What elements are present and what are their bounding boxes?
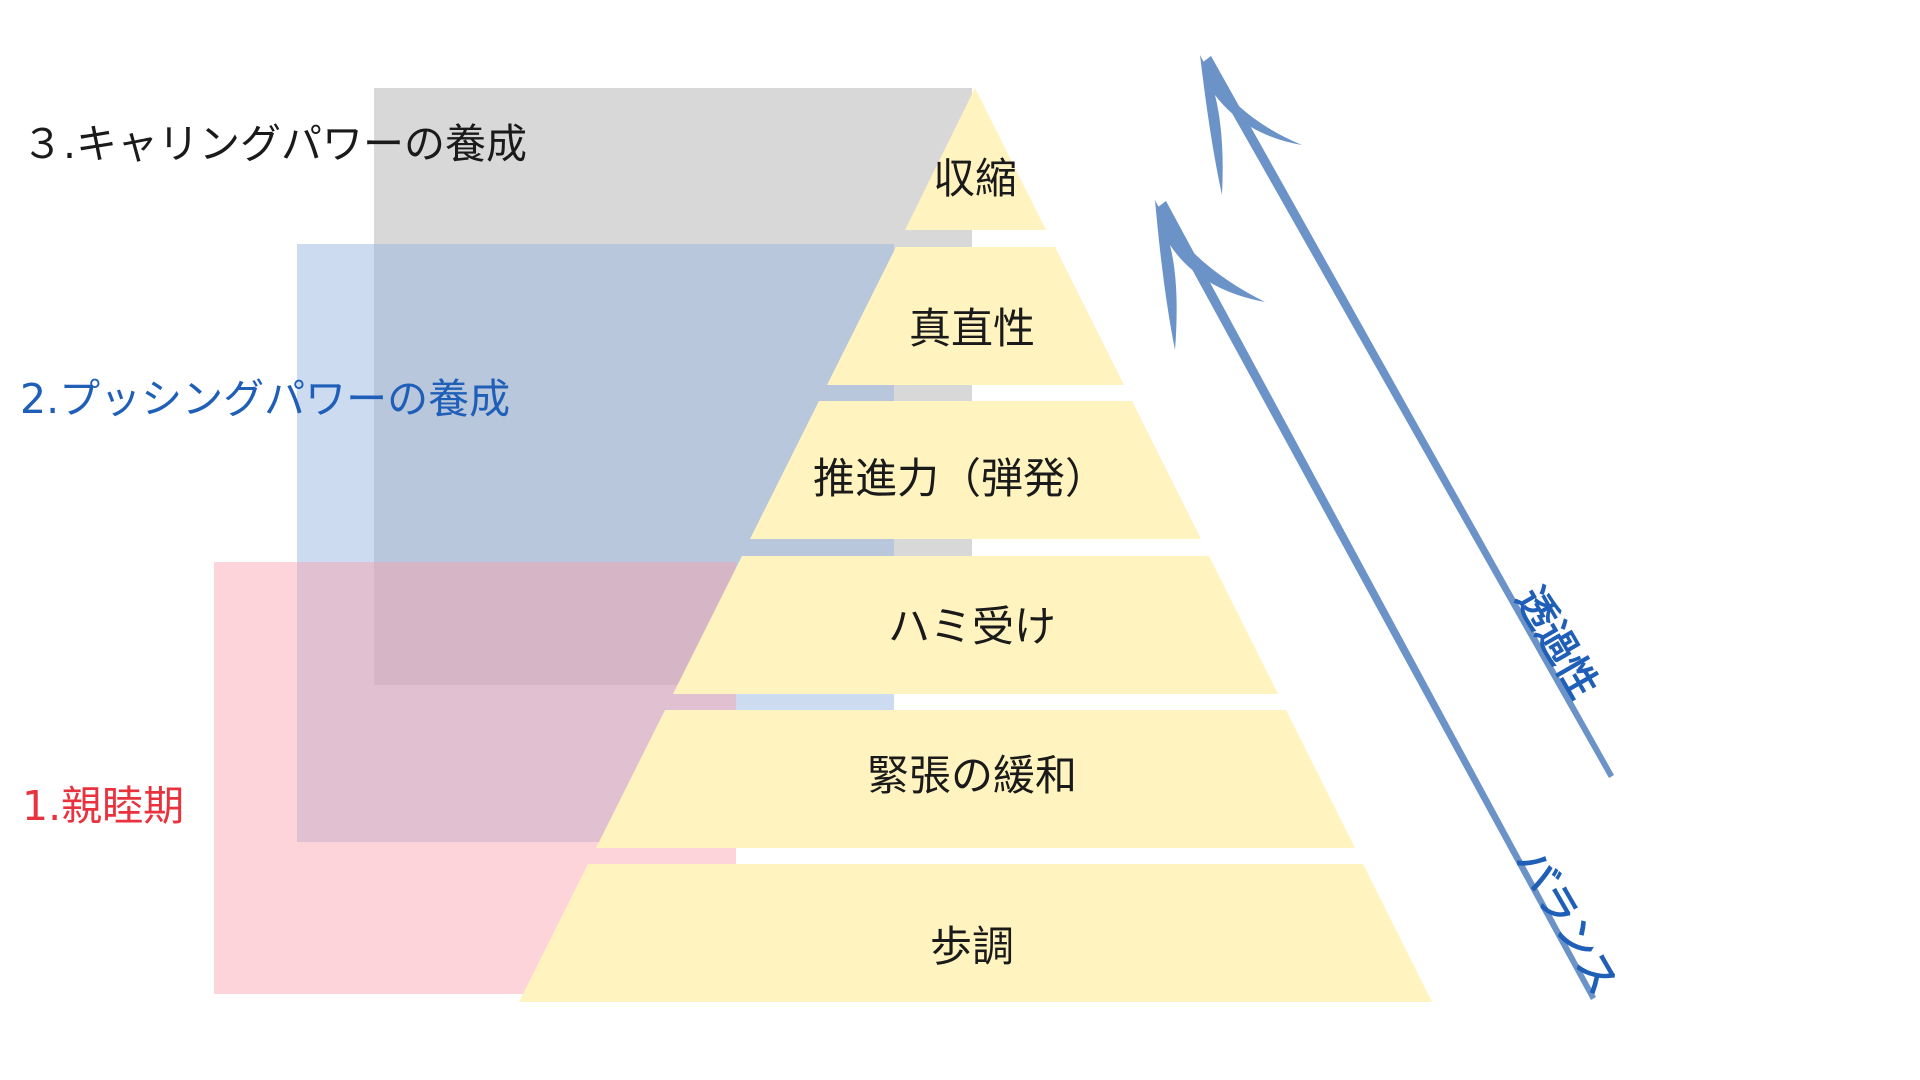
balance-arrow-head bbox=[1155, 200, 1265, 350]
pyramid-level-4-label: ハミ受け bbox=[887, 602, 1057, 651]
stage-label-carrying-power: ３.キャリングパワーの養成 bbox=[22, 120, 528, 168]
permeability-arrow-shaft bbox=[1203, 56, 1614, 778]
pyramid-level-2-label: 真直性 bbox=[908, 304, 1036, 353]
balance-arrow-shaft bbox=[1158, 201, 1596, 1000]
pyramid-level-2-shape bbox=[827, 247, 1124, 385]
permeability-arrow-head bbox=[1200, 55, 1302, 195]
pyramid-level-1-shape bbox=[905, 88, 1046, 230]
permeability-arrow bbox=[1200, 55, 1614, 778]
pyramid-level-3-shape bbox=[750, 401, 1201, 539]
stage-label-pushing-power: 2.プッシングパワーの養成 bbox=[20, 375, 511, 423]
stage-label-intimacy-period: 1.親睦期 bbox=[22, 782, 185, 830]
pyramid-level-6-shape bbox=[519, 864, 1432, 1002]
pyramid-level-1-label: 収縮 bbox=[932, 154, 1018, 203]
pyramid-level-5-label: 緊張の緩和 bbox=[866, 751, 1078, 800]
pyramid-level-5-shape bbox=[596, 710, 1355, 848]
pyramid-level-3-label: 推進力（弾発） bbox=[812, 454, 1108, 503]
pyramid-level-6-label: 歩調 bbox=[929, 922, 1015, 971]
pyramid-level-4-shape bbox=[673, 556, 1278, 694]
balance-arrow bbox=[1155, 200, 1596, 1000]
